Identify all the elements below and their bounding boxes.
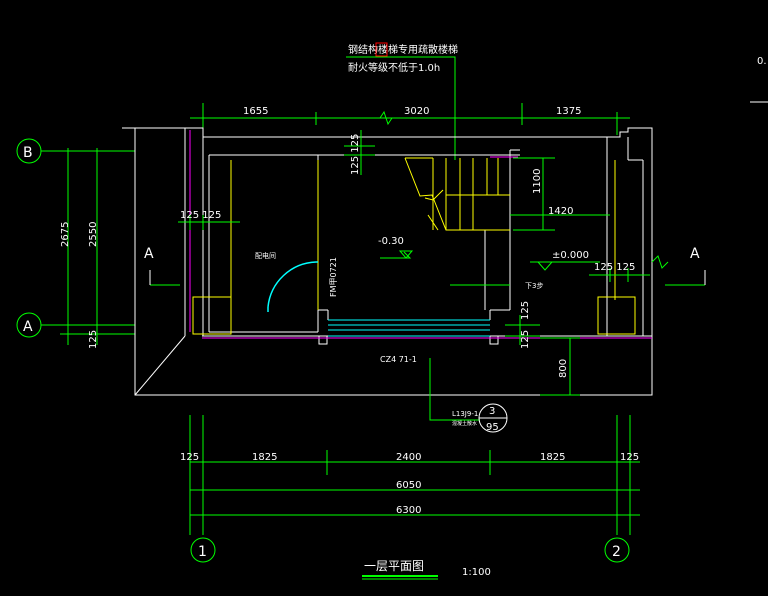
top-dim-1655: 1655 bbox=[243, 106, 268, 117]
bottom-dim-1825-b: 1825 bbox=[540, 452, 565, 463]
detail-page: 95 bbox=[486, 422, 499, 433]
stair bbox=[404, 157, 510, 231]
right-dim-125-125: 125 125 bbox=[594, 262, 635, 273]
interior-dims bbox=[178, 130, 650, 421]
stair-note-line2: 耐火等级不低于1.0h bbox=[348, 61, 440, 74]
elev-neg-030: -0.30 bbox=[378, 236, 404, 247]
columns bbox=[192, 160, 636, 335]
bottom-dim-125-left: 125 bbox=[180, 452, 199, 463]
axis-1: 1 bbox=[190, 537, 216, 563]
axis-2: 2 bbox=[604, 537, 630, 563]
room-name: 配电间 bbox=[255, 251, 276, 260]
top-dim-1375: 1375 bbox=[556, 106, 581, 117]
dim-800: 800 bbox=[558, 359, 569, 378]
right-dim-125: 125 bbox=[520, 301, 531, 320]
dim-125-125-left: 125 125 bbox=[180, 210, 221, 221]
entry-steps bbox=[328, 319, 490, 337]
detail-note: 混凝土散水 bbox=[452, 420, 477, 427]
stair-note: 钢结构楼梯专用疏散楼梯 耐火等级不低于1.0h bbox=[346, 42, 458, 160]
drawing-title-name: 一层平面图 bbox=[364, 559, 424, 573]
stair-note-line1: 钢结构楼梯专用疏散楼梯 bbox=[348, 43, 458, 56]
dim-125-125-top: 125 125 bbox=[350, 134, 361, 175]
bottom-dim-1825-a: 1825 bbox=[252, 452, 277, 463]
drawing-title: 一层平面图 1:100 bbox=[362, 559, 491, 580]
note-highlight-box bbox=[375, 42, 388, 57]
elev-marker-neg bbox=[398, 250, 414, 259]
top-dim-3020: 3020 bbox=[404, 106, 429, 117]
section-mark-right: A bbox=[665, 246, 706, 286]
svg-text:1: 1 bbox=[198, 544, 207, 560]
break-mark-right bbox=[651, 255, 669, 269]
bottom-dim-125-right: 125 bbox=[620, 452, 639, 463]
bottom-dim-6300: 6300 bbox=[396, 505, 421, 516]
edge-text-right: 0. bbox=[757, 56, 767, 67]
svg-text:A: A bbox=[690, 246, 700, 262]
bottom-dim-6050: 6050 bbox=[396, 480, 421, 491]
elev-marker-zero bbox=[536, 261, 554, 271]
left-dim-125-bottom: 125 bbox=[520, 330, 531, 349]
note-leader-line bbox=[346, 56, 456, 160]
axis-A-label: A bbox=[23, 319, 33, 335]
stair-direction: 下3步 bbox=[525, 282, 543, 290]
door-code: FM甲0721 bbox=[329, 257, 338, 297]
detail-num: 3 bbox=[489, 406, 495, 417]
elev-zero: ±0.000 bbox=[552, 250, 589, 261]
detail-reference: 3 95 L13J9-1 混凝土散水 bbox=[452, 403, 508, 433]
stair-dim-1420: 1420 bbox=[548, 206, 573, 217]
left-dim-2675: 2675 bbox=[60, 222, 71, 247]
drawing-title-scale: 1:100 bbox=[462, 567, 491, 578]
bottom-dim-2400: 2400 bbox=[396, 452, 421, 463]
door bbox=[267, 261, 318, 312]
axis-B-label: B bbox=[23, 145, 33, 161]
left-dimensions bbox=[60, 148, 135, 345]
beam-label: CZ4 71-1 bbox=[380, 355, 417, 364]
svg-text:2: 2 bbox=[612, 544, 621, 560]
section-mark-left: A bbox=[144, 246, 180, 286]
detail-code: L13J9-1 bbox=[452, 410, 478, 418]
svg-text:A: A bbox=[144, 246, 154, 262]
left-dim-125: 125 bbox=[88, 330, 99, 349]
left-dim-2550: 2550 bbox=[88, 222, 99, 247]
stair-dim-1100: 1100 bbox=[532, 169, 543, 194]
bottom-dimensions bbox=[189, 415, 640, 535]
